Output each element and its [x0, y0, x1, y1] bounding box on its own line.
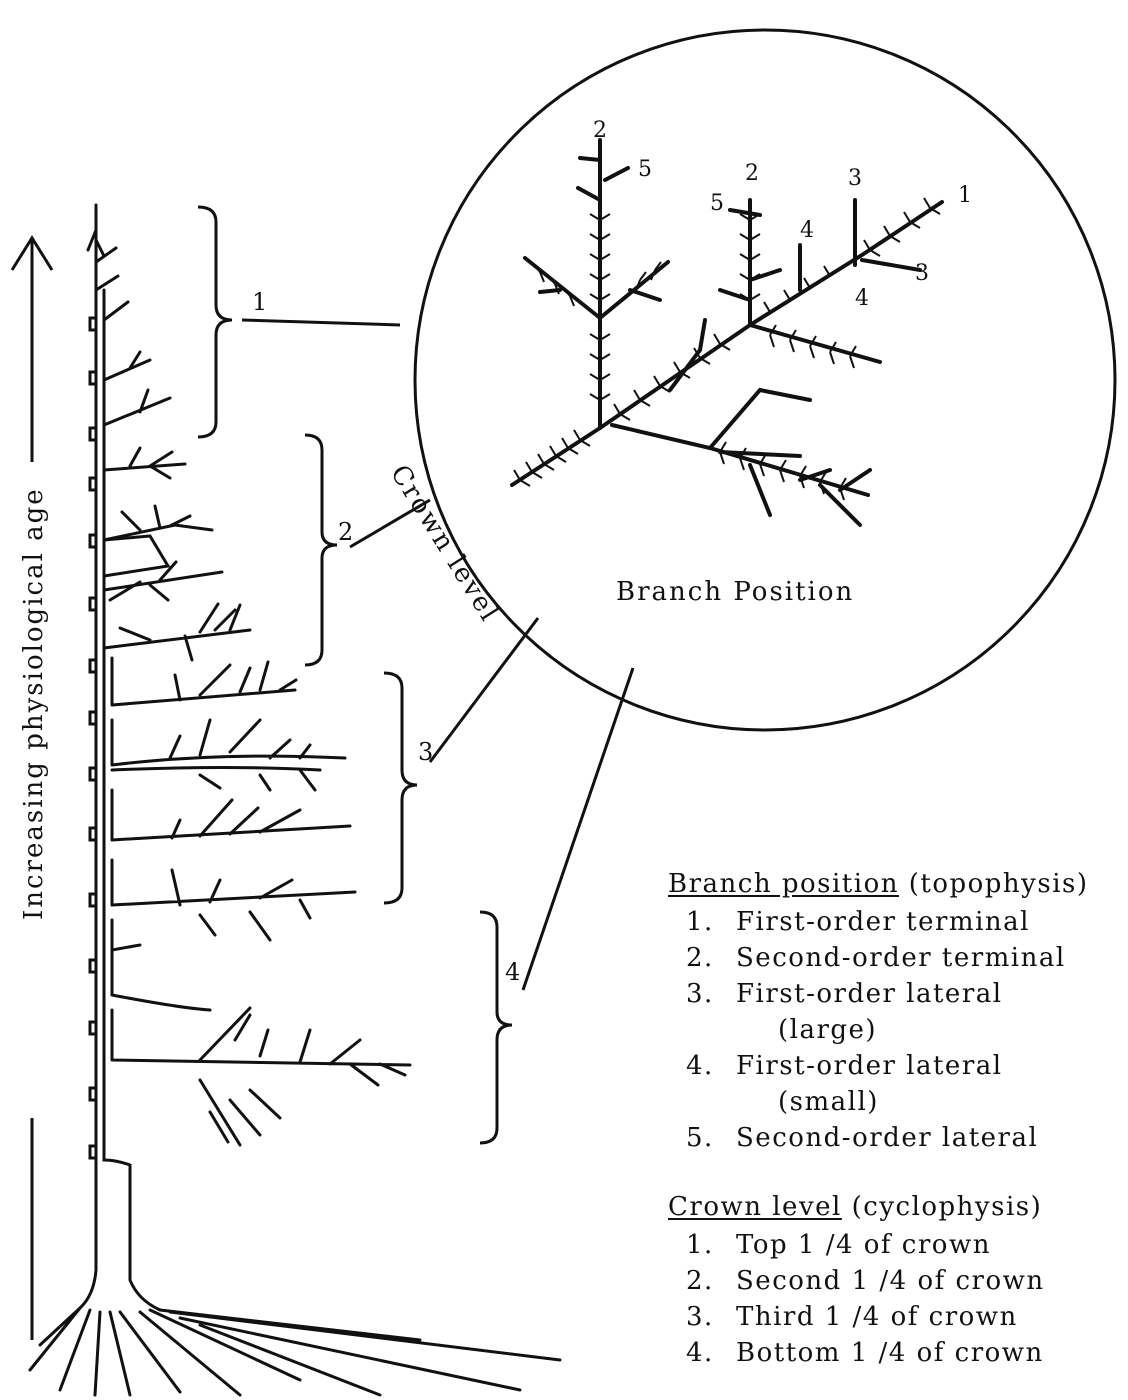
- marker-5-mid: 5: [710, 191, 724, 216]
- list-item: 2.Second-order terminal: [668, 940, 1089, 976]
- branch-position-circle: [415, 30, 1115, 730]
- connector-3: [430, 618, 538, 762]
- connector-4: [523, 668, 633, 990]
- crown-level-legend: Crown level (cyclophysis) 1.Top 1 /4 of …: [668, 1189, 1045, 1371]
- branch-position-legend: Branch position (topophysis) 1.First-ord…: [668, 866, 1089, 1156]
- bracket-number-4: 4: [505, 958, 520, 986]
- list-item: 4.Bottom 1 /4 of crown: [668, 1335, 1045, 1371]
- crown-level-label: Crown level: [384, 460, 504, 628]
- tree: [30, 205, 560, 1395]
- marker-4-side: 4: [855, 286, 869, 311]
- branches-crown-1: [104, 302, 185, 478]
- list-item: 4.First-order lateral: [668, 1048, 1089, 1084]
- roots: [30, 1308, 560, 1395]
- bracket-1: [198, 207, 232, 437]
- branches-crown-3: [112, 658, 355, 940]
- bracket-number-2: 2: [338, 518, 353, 546]
- branch-legend-heading: Branch position (topophysis): [668, 866, 1089, 902]
- crown-legend-suffix: (cyclophysis): [842, 1192, 1042, 1222]
- bracket-number-1: 1: [252, 288, 267, 316]
- marker-2-mid: 2: [745, 161, 759, 186]
- branches-crown-2: [104, 506, 250, 660]
- circle-label: Branch Position: [616, 577, 854, 607]
- branch-legend-title: Branch position: [668, 869, 899, 899]
- axis-label: Increasing physiological age: [19, 487, 49, 920]
- branch-legend-suffix: (topophysis): [899, 869, 1089, 899]
- list-item: 3.First-order lateral: [668, 976, 1089, 1012]
- sprig-main-axis: [512, 202, 942, 485]
- list-item-continuation: (large): [668, 1012, 1089, 1048]
- list-item: 3.Third 1 /4 of crown: [668, 1299, 1045, 1335]
- list-item: 1.Top 1 /4 of crown: [668, 1227, 1045, 1263]
- marker-4-top: 4: [800, 218, 814, 243]
- crown-legend-title: Crown level: [668, 1192, 842, 1222]
- sprig-small-laterals: [670, 210, 780, 390]
- leader: [88, 230, 118, 290]
- sprig-lower-sub: [710, 390, 870, 525]
- trunk-left: [80, 205, 96, 1308]
- marker-5-top: 5: [638, 157, 652, 182]
- marker-3-side: 3: [915, 261, 929, 286]
- list-item: 2.Second 1 /4 of crown: [668, 1263, 1045, 1299]
- sprig-lateral-4b: [750, 325, 880, 362]
- crown-legend-heading: Crown level (cyclophysis): [668, 1189, 1045, 1225]
- branch-legend-list: 1.First-order terminal 2.Second-order te…: [668, 904, 1089, 1156]
- bracket-number-3: 3: [418, 738, 433, 766]
- connector-1: [242, 320, 400, 325]
- list-item-continuation: (small): [668, 1084, 1089, 1120]
- sprig-lateral-3b: [862, 260, 920, 270]
- branches-crown-4: [112, 920, 410, 1145]
- marker-2-top: 2: [593, 118, 607, 143]
- list-item: 5.Second-order lateral: [668, 1120, 1089, 1156]
- bracket-2: [305, 435, 337, 665]
- marker-3-top: 3: [848, 166, 862, 191]
- bracket-3: [384, 673, 417, 903]
- bracket-4: [480, 912, 512, 1143]
- crown-legend-list: 1.Top 1 /4 of crown 2.Second 1 /4 of cro…: [668, 1227, 1045, 1371]
- branch-sprig: [512, 140, 942, 525]
- list-item: 1.First-order terminal: [668, 904, 1089, 940]
- marker-1: 1: [958, 183, 972, 208]
